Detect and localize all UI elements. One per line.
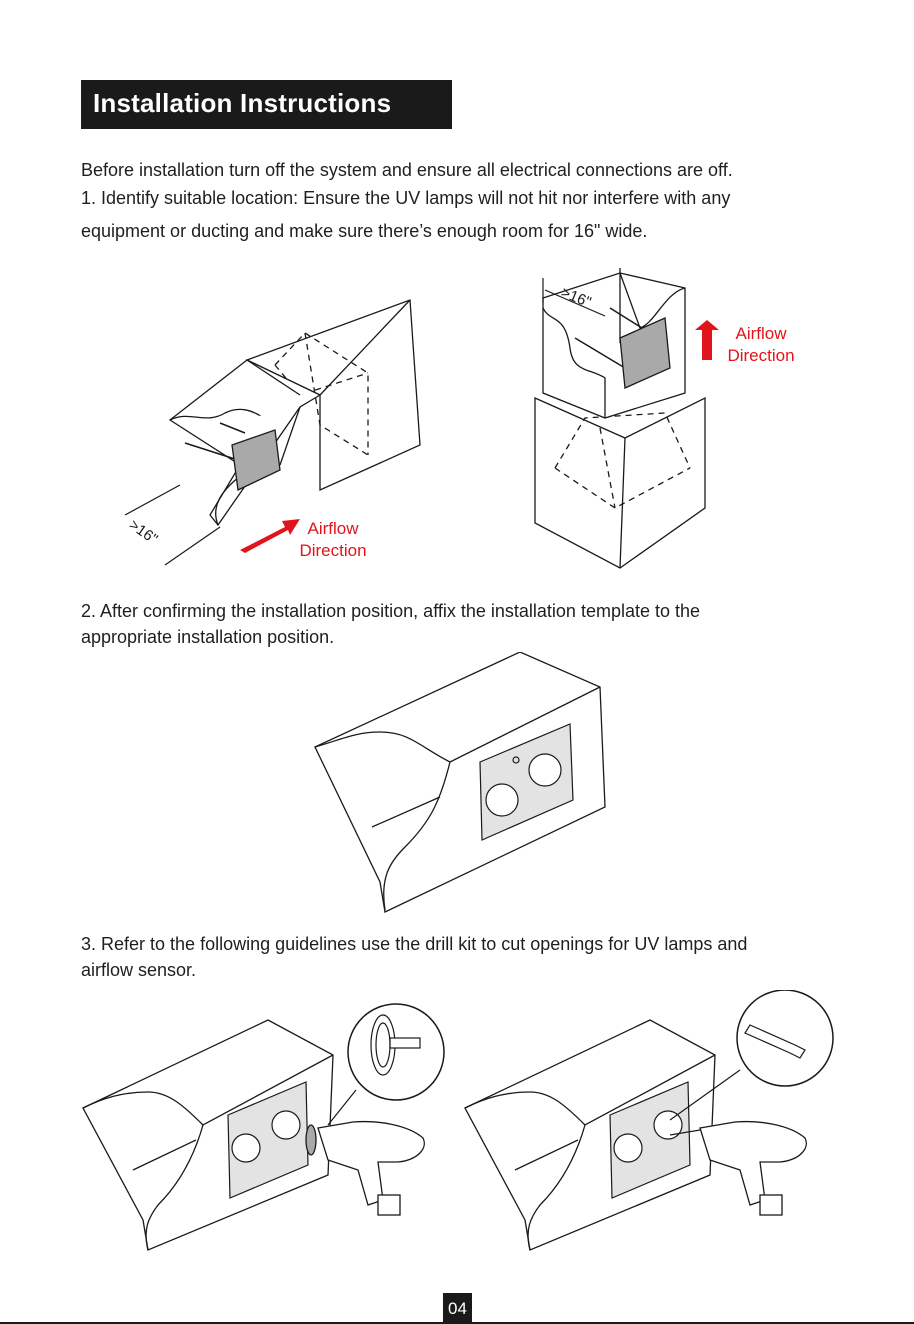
- step2-text: 2. After confirming the installation pos…: [81, 598, 700, 650]
- airflow-label-right: Airflow Direction: [727, 324, 795, 365]
- figure-drill-bit: [460, 990, 840, 1255]
- airflow-arrow-icon: [240, 519, 300, 553]
- step3-line2: airflow sensor.: [81, 960, 197, 980]
- dimension-label-left: >16": [126, 516, 161, 548]
- airflow-label-left: Airflow Direction: [299, 519, 367, 560]
- step2-line1: 2. After confirming the installation pos…: [81, 601, 701, 621]
- drill-bit-illustration: [464, 990, 834, 1251]
- intro-line: Before installation turn off the system …: [81, 160, 733, 180]
- figure-hole-saw: [78, 1000, 458, 1255]
- installation-template: [479, 723, 574, 841]
- hole-saw-illustration: [82, 1003, 445, 1251]
- zoom-circle: [736, 990, 834, 1087]
- template-duct-illustration: [314, 652, 606, 913]
- zoom-circle: [347, 1003, 445, 1101]
- step1-line2: equipment or ducting and make sure there…: [81, 221, 648, 241]
- airflow-up-arrow-icon: [695, 320, 719, 360]
- page-title: Installation Instructions: [81, 80, 452, 129]
- step2-line2: appropriate installation position.: [81, 627, 335, 647]
- figure-template-on-duct: [310, 652, 610, 914]
- vertical-duct-illustration: >16": [534, 268, 719, 569]
- figure-vertical-duct: >16" Airflow Direction: [525, 268, 805, 573]
- uv-device-icon: [184, 422, 281, 491]
- step3-text: 3. Refer to the following guidelines use…: [81, 931, 747, 983]
- hole-saw-icon: [370, 1014, 421, 1076]
- drill-icon: [305, 1120, 425, 1216]
- page-title-text: Installation Instructions: [93, 88, 392, 118]
- drill-bit-icon: [744, 1024, 806, 1059]
- step1-line1: 1. Identify suitable location: Ensure th…: [81, 188, 731, 208]
- uv-device-icon: [574, 307, 671, 389]
- horizontal-duct-illustration: >16": [124, 299, 421, 566]
- figure-horizontal-duct: >16" Airflow Direction: [110, 295, 430, 575]
- bottom-rule: [0, 1322, 914, 1324]
- page-number: 04: [443, 1293, 472, 1324]
- step3-line1: 3. Refer to the following guidelines use…: [81, 934, 748, 954]
- drill-icon: [669, 1120, 807, 1216]
- intro-text: Before installation turn off the system …: [81, 157, 733, 244]
